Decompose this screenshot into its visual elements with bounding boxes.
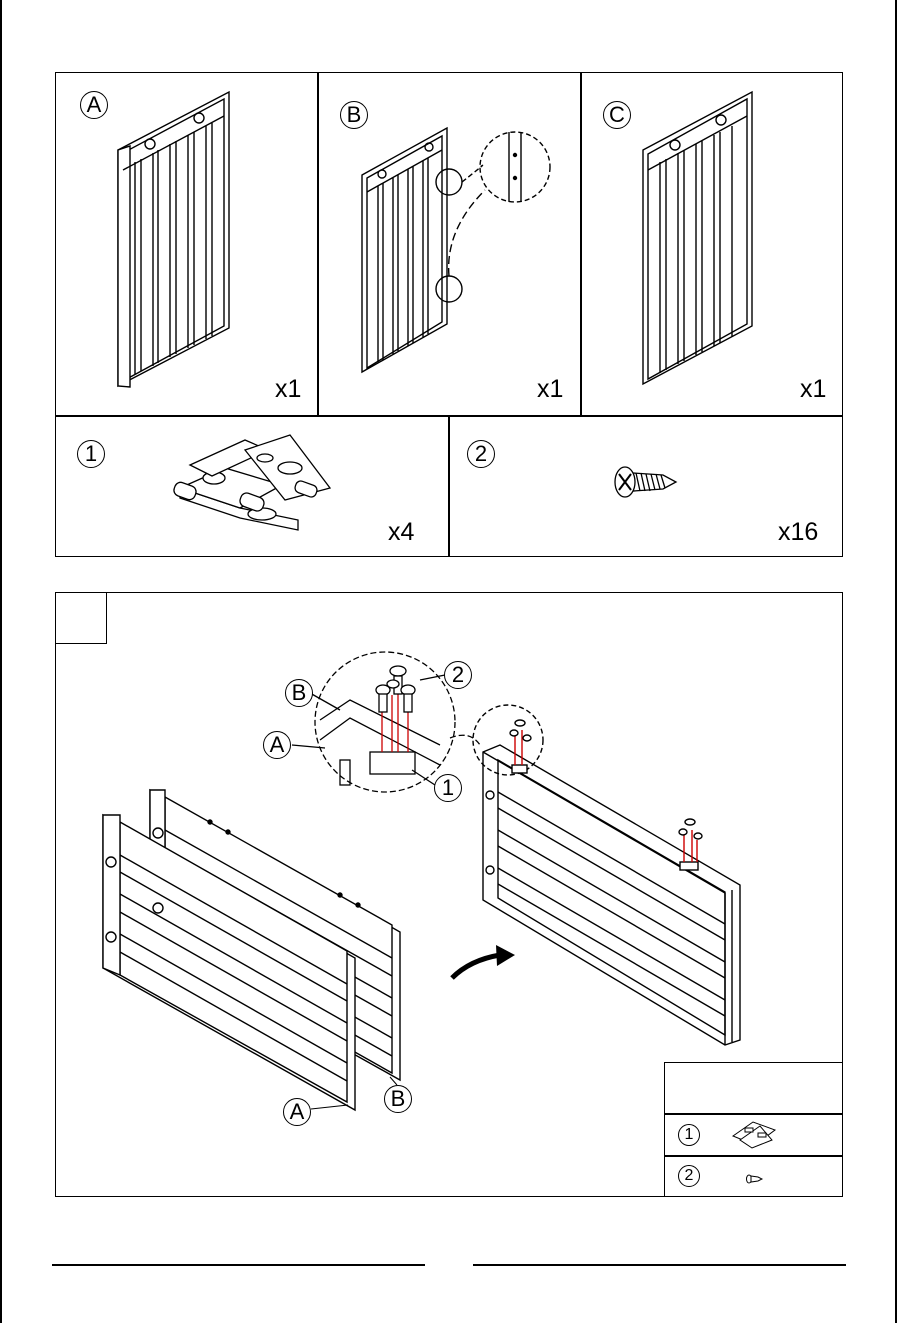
- footer-rule-left: [52, 1264, 425, 1266]
- footer-rule-right: [473, 1264, 846, 1266]
